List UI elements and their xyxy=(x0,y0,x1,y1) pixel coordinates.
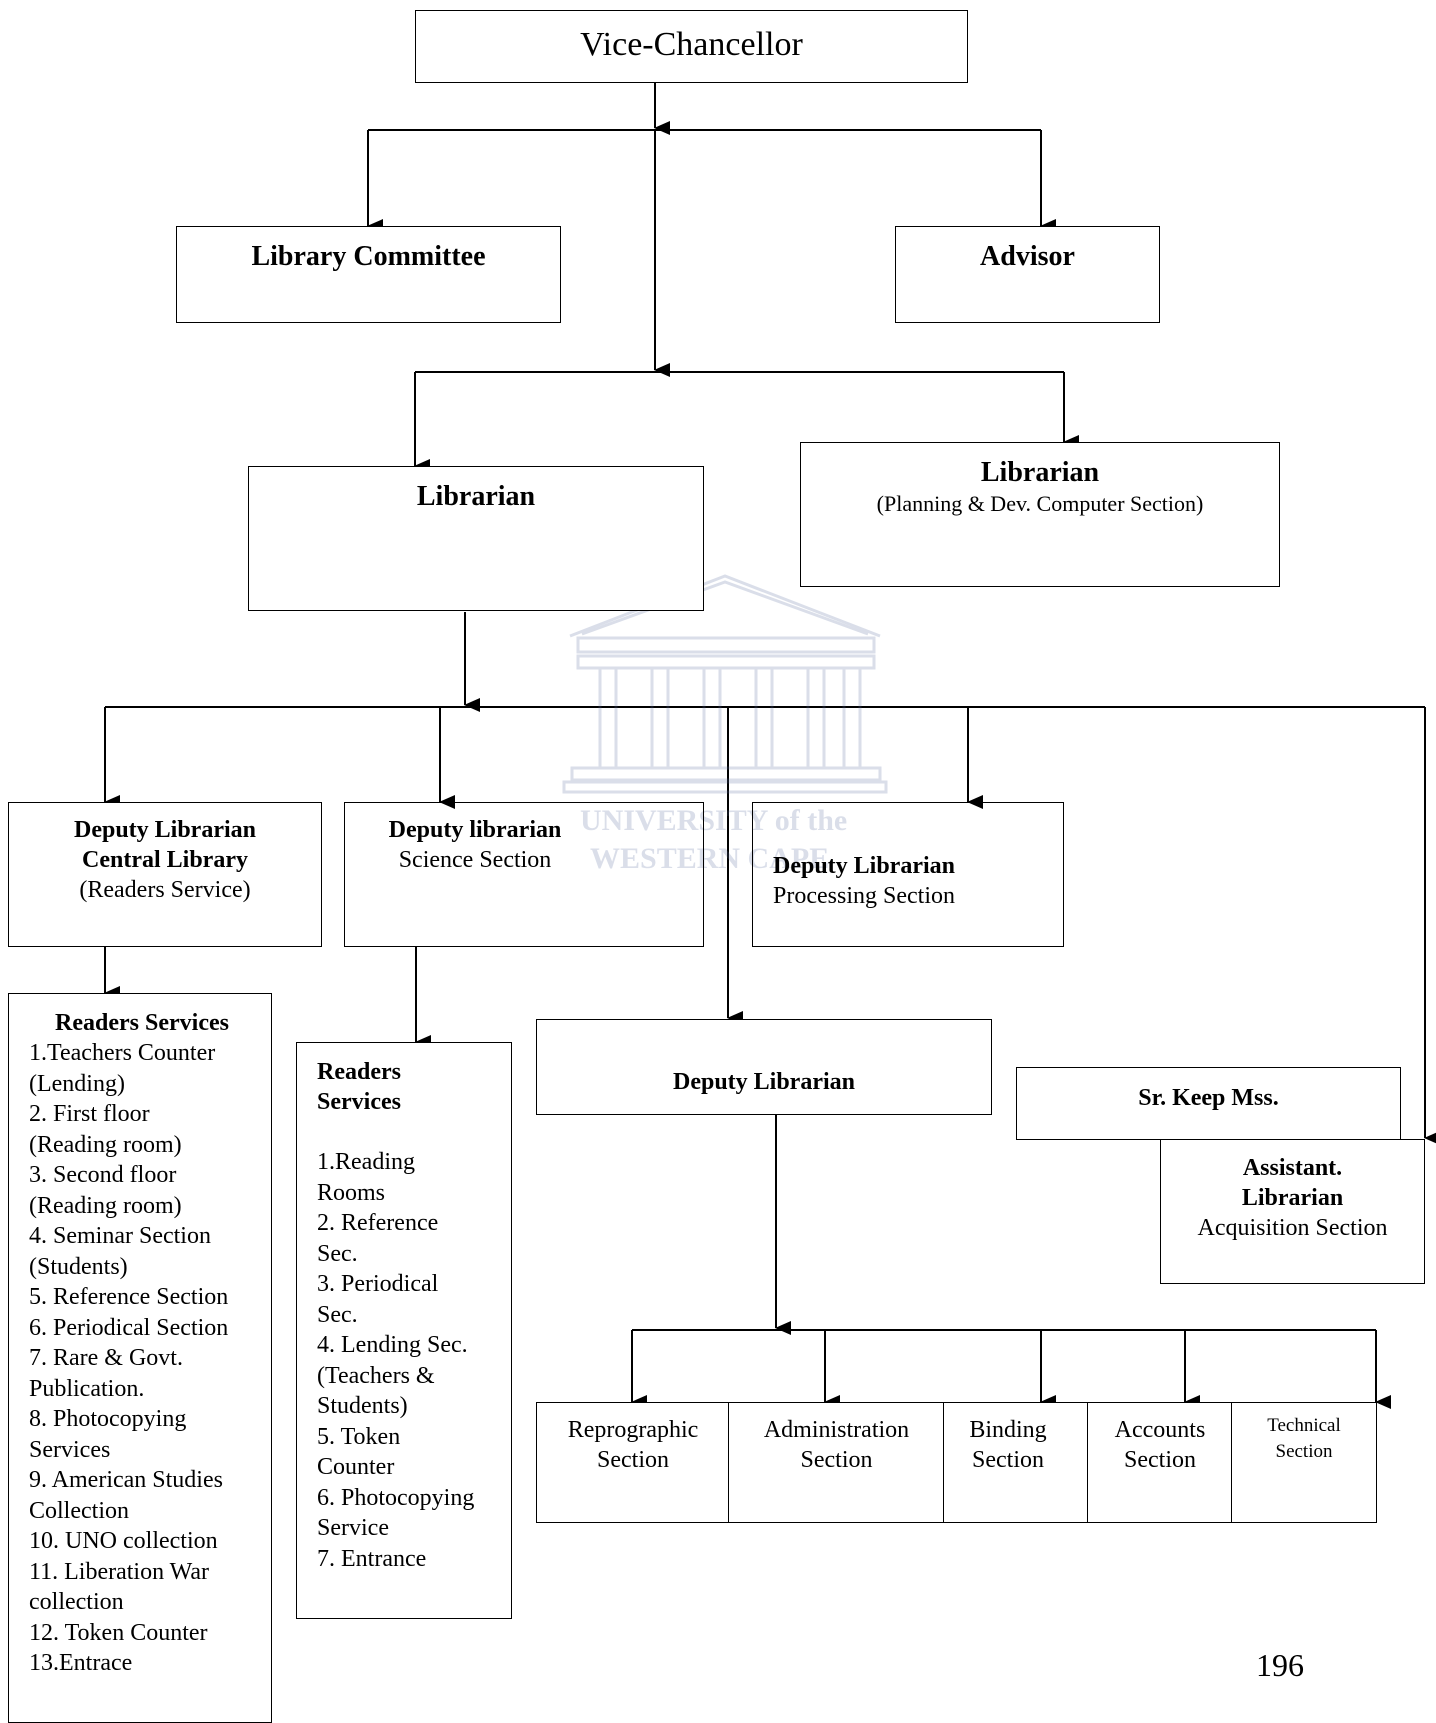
central-item: Publication. xyxy=(29,1375,145,1402)
librarian-planning-box: Librarian (Planning & Dev. Computer Sect… xyxy=(800,442,1280,587)
central-item: 1.Teachers Counter xyxy=(29,1040,216,1066)
science-item: 7. Entrance xyxy=(317,1545,427,1572)
deputy-central-title-1: Deputy Librarian xyxy=(73,817,256,843)
science-item: 4. Lending Sec. xyxy=(317,1332,468,1358)
sr-keep-box: Sr. Keep Mss. xyxy=(1016,1067,1401,1140)
central-item: 5. Reference Section xyxy=(29,1284,229,1310)
administration-line2: Section xyxy=(800,1447,873,1473)
science-item: Service xyxy=(317,1515,389,1541)
science-item: 6. Photocopying xyxy=(317,1484,475,1511)
watermark-line2: WESTERN CAPE xyxy=(590,842,829,875)
accounts-line1: Accounts xyxy=(1114,1417,1206,1443)
library-committee-title: Library Committee xyxy=(251,241,486,272)
librarian-planning-title: Librarian xyxy=(980,457,1100,488)
deputy-librarian-title: Deputy Librarian xyxy=(672,1069,855,1095)
central-item: 4. Seminar Section xyxy=(29,1223,211,1249)
science-item: (Teachers & xyxy=(317,1362,435,1389)
central-item: 2. First floor xyxy=(29,1101,150,1127)
science-item: Rooms xyxy=(317,1179,386,1206)
central-item: (Reading room) xyxy=(29,1192,182,1219)
vice-chancellor-title: Vice-Chancellor xyxy=(580,26,803,63)
librarian-box: Librarian xyxy=(248,466,704,611)
advisor-box: Advisor xyxy=(895,226,1160,323)
deputy-librarian-box: Deputy Librarian xyxy=(536,1019,992,1115)
science-item: Students) xyxy=(317,1393,408,1419)
librarian-title: Librarian xyxy=(416,481,536,512)
central-item: (Students) xyxy=(29,1253,128,1280)
deputy-central-box: Deputy Librarian Central Library (Reader… xyxy=(8,802,322,947)
science-item: Sec. xyxy=(317,1240,358,1267)
assistant-librarian-box: Assistant. Librarian Acquisition Section xyxy=(1160,1139,1425,1284)
readers-services-central-list: 1.Teachers Counter (Lending) 2. First floo… xyxy=(29,1038,271,1679)
technical-line2: Section xyxy=(1275,1441,1333,1462)
vice-chancellor-box: Vice-Chancellor xyxy=(415,10,968,83)
university-watermark: UNIVERSITY of the WESTERN CAPE xyxy=(560,568,890,878)
science-item: Counter xyxy=(317,1454,395,1480)
science-item: 5. Token xyxy=(317,1423,401,1450)
reprographic-section-box: Reprographic Section xyxy=(536,1402,730,1523)
deputy-processing-box: Deputy Librarian Processing Section xyxy=(752,802,1064,947)
technical-line1: Technical xyxy=(1267,1415,1341,1436)
readers-services-central-box: Readers Services 1.Teachers Counter (Lend… xyxy=(8,993,272,1723)
science-item: 2. Reference xyxy=(317,1210,439,1236)
building-logo-icon: UNIVERSITY of the WESTERN CAPE xyxy=(562,574,888,875)
deputy-central-title-2: Central Library xyxy=(82,847,248,873)
assistant-librarian-title-2: Librarian xyxy=(1241,1185,1344,1211)
readers-services-science-title-1: Readers xyxy=(317,1059,401,1085)
sr-keep-title: Sr. Keep Mss. xyxy=(1138,1085,1279,1111)
deputy-processing-subtitle: Processing Section xyxy=(773,883,955,909)
science-item: 1.Reading xyxy=(317,1149,415,1175)
assistant-librarian-title-1: Assistant. xyxy=(1242,1155,1343,1181)
central-item: Services xyxy=(29,1436,111,1463)
central-item: Collection xyxy=(29,1497,129,1524)
administration-section-box: Administration Section xyxy=(728,1402,945,1523)
technical-section-box: Technical Section xyxy=(1231,1402,1377,1523)
deputy-science-title: Deputy librarian xyxy=(388,817,562,843)
accounts-line2: Section xyxy=(1124,1447,1196,1473)
central-item: 12. Token Counter xyxy=(29,1619,208,1646)
advisor-title: Advisor xyxy=(980,241,1075,272)
binding-section-box: Binding Section xyxy=(943,1402,1089,1523)
watermark-line1: UNIVERSITY of the xyxy=(580,804,847,837)
central-item: 11. Liberation War xyxy=(29,1558,210,1585)
accounts-section-box: Accounts Section xyxy=(1087,1402,1233,1523)
central-item: 8. Photocopying xyxy=(29,1406,187,1432)
central-item: 10. UNO collection xyxy=(29,1528,218,1554)
deputy-central-subtitle: (Readers Service) xyxy=(79,877,251,903)
central-item: 6. Periodical Section xyxy=(29,1314,229,1341)
page-number: 196 xyxy=(1256,1647,1304,1683)
central-item: (Lending) xyxy=(29,1070,125,1097)
readers-services-central-title: Readers Services xyxy=(55,1010,229,1036)
central-item: 3. Second floor xyxy=(29,1162,177,1188)
reprographic-line2: Section xyxy=(597,1447,669,1473)
central-item: 9. American Studies xyxy=(29,1467,223,1493)
binding-line1: Binding xyxy=(969,1417,1047,1443)
science-item: 3. Periodical xyxy=(317,1271,439,1297)
science-item: Sec. xyxy=(317,1301,358,1328)
readers-services-science-title-2: Services xyxy=(317,1089,401,1115)
librarian-planning-subtitle: (Planning & Dev. Computer Section) xyxy=(876,491,1204,516)
reprographic-line1: Reprographic xyxy=(567,1417,699,1443)
central-item: collection xyxy=(29,1589,124,1615)
deputy-science-box: Deputy librarian Science Section xyxy=(344,802,704,947)
central-item: 13.Entrace xyxy=(29,1650,133,1676)
administration-line1: Administration xyxy=(763,1417,910,1443)
deputy-science-subtitle: Science Section xyxy=(398,847,552,873)
deputy-processing-title: Deputy Librarian xyxy=(772,853,955,879)
binding-line2: Section xyxy=(972,1447,1044,1473)
library-committee-box: Library Committee xyxy=(176,226,561,323)
assistant-librarian-subtitle: Acquisition Section xyxy=(1197,1215,1388,1241)
central-item: (Reading room) xyxy=(29,1131,182,1158)
central-item: 7. Rare & Govt. xyxy=(29,1345,183,1371)
